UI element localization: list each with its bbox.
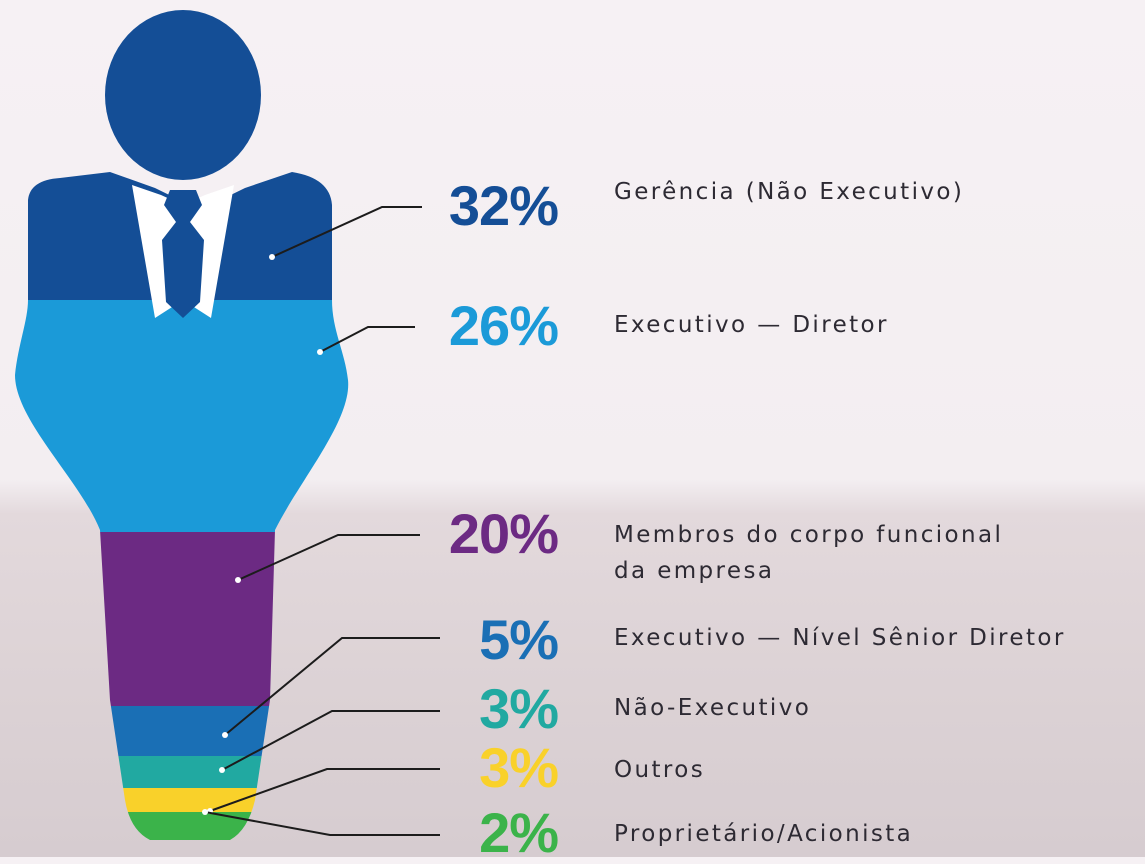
category-label-1: Gerência (Não Executivo): [614, 179, 965, 205]
band-7: [15, 812, 349, 840]
category-label-6: Outros: [614, 757, 706, 783]
percent-value-1: 32%: [448, 174, 559, 237]
connector-dot-5: [219, 767, 225, 773]
category-label-2: Executivo — Diretor: [614, 312, 889, 338]
category-label-3-line-2: da empresa: [614, 558, 775, 584]
percent-value-3: 20%: [448, 502, 559, 565]
connector-dot-4: [222, 732, 228, 738]
shirt-collar-tie: [132, 185, 234, 318]
person-head: [105, 10, 261, 180]
band-3: [15, 532, 349, 706]
category-label-7: Proprietário/Acionista: [614, 821, 914, 847]
connector-line-4: [224, 637, 440, 736]
connector-dot-2: [317, 349, 323, 355]
percent-value-2: 26%: [448, 294, 559, 357]
band-6: [15, 788, 349, 812]
band-5: [15, 756, 349, 788]
connector-line-3: [237, 534, 420, 581]
band-4: [15, 706, 349, 756]
category-label-5: Não-Executivo: [614, 695, 812, 721]
connector-line-7: [204, 811, 440, 836]
band-2: [15, 300, 349, 532]
percent-value-6: 3%: [479, 736, 559, 799]
percent-value-5: 3%: [479, 677, 559, 740]
connector-line-5: [221, 710, 440, 771]
percent-value-4: 5%: [479, 608, 559, 671]
connector-line-2: [319, 326, 415, 353]
connector-dot-7: [202, 809, 208, 815]
connector-line-6: [209, 768, 440, 812]
connector-lines: [202, 206, 440, 836]
category-label-3-line-1: Membros do corpo funcional: [614, 522, 1004, 548]
category-label-4: Executivo — Nível Sênior Diretor: [614, 625, 1066, 651]
connector-dot-3: [235, 577, 241, 583]
connector-line-1: [271, 206, 422, 258]
connector-dot-1: [269, 254, 275, 260]
percent-value-7: 2%: [479, 801, 559, 864]
